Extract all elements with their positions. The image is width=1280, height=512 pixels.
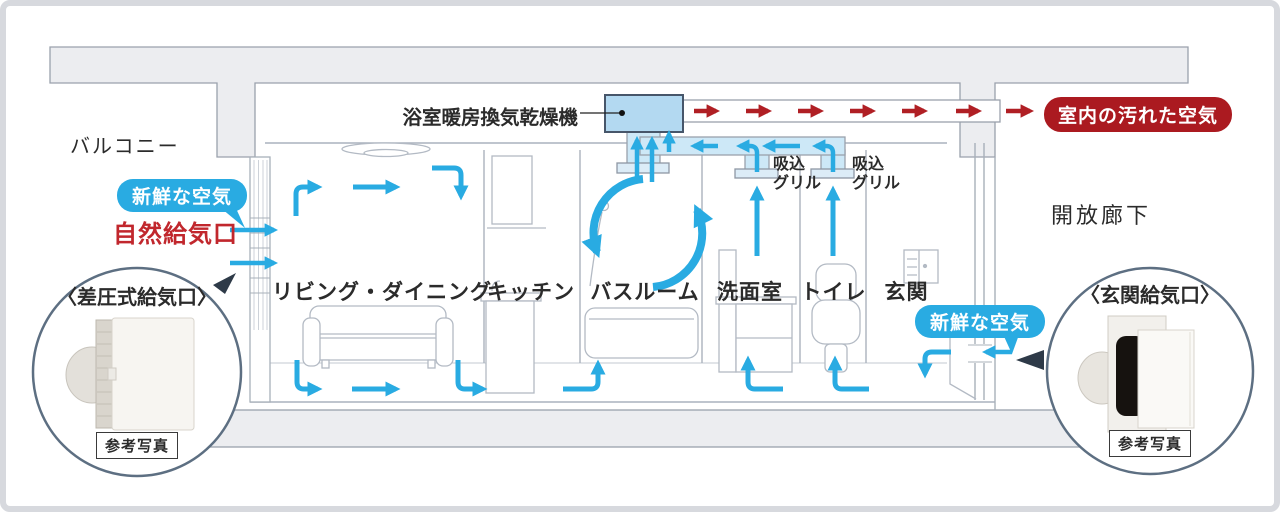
ceiling-light-inner xyxy=(363,148,409,158)
washroom-floor-arrow xyxy=(740,355,783,392)
bath-floor-arrow xyxy=(563,359,606,392)
grille1-line1: 吸込 xyxy=(773,156,806,173)
corridor-label: 開放廊下 xyxy=(1050,203,1151,228)
grille1-line2: グリル xyxy=(773,174,822,192)
fresh-air-badge-left: 新鮮な空気 xyxy=(117,179,248,212)
room-label-bathroom: バスルーム xyxy=(590,280,700,304)
pressure-vent-photo xyxy=(65,317,195,431)
callout-right-title: 〈玄関給気口〉 xyxy=(1080,285,1220,307)
washbasin xyxy=(715,249,797,373)
balcony-vent-wall xyxy=(249,156,271,403)
sofa xyxy=(302,305,454,369)
ref-photo-left-caption: 参考写真 xyxy=(95,432,178,459)
natural-intake-label: 自然給気口 xyxy=(113,222,238,248)
fresh-air-arrows xyxy=(230,165,1012,397)
exhaust-duct xyxy=(682,99,1001,123)
room-label-kitchen: キッチン xyxy=(487,280,575,304)
kitchen-down-arrow xyxy=(432,165,469,201)
duct-arrows xyxy=(630,129,836,182)
room-label-toilet: トイレ xyxy=(800,280,867,304)
bath-circulation-arc-1 xyxy=(581,175,644,259)
grille2-line1: 吸込 xyxy=(852,156,885,173)
entrance-step xyxy=(949,338,977,400)
entrance-down-arrow xyxy=(917,349,951,379)
entrance-vent-photo xyxy=(1077,315,1195,433)
toilet-fixture xyxy=(811,263,861,373)
suction-grilles xyxy=(616,162,855,179)
callout-pointer-left xyxy=(213,273,236,294)
suction-grille-label-1: 吸込 グリル xyxy=(773,156,821,194)
fresh-air-badge-right: 新鮮な空気 xyxy=(915,305,1046,338)
living-floor-arrow-1 xyxy=(294,360,323,397)
furniture xyxy=(302,142,939,394)
bath-circulation-arc-2 xyxy=(652,204,714,291)
callout-pointer-right xyxy=(1016,350,1044,370)
room-label-living: リビング・ダイニング xyxy=(272,280,492,304)
room-label-entrance: 玄関 xyxy=(884,280,929,304)
entrance-vent-wall xyxy=(968,143,996,410)
dirty-air-badge: 室内の汚れた空気 xyxy=(1044,97,1233,132)
ref-photo-left: 参考写真 xyxy=(47,432,227,459)
shoe-cabinet xyxy=(903,249,939,284)
living-ceiling-arrow-1 xyxy=(293,179,323,216)
kitchen-floor-arrow xyxy=(455,360,488,397)
unit-leader-line xyxy=(580,110,625,116)
balcony-label: バルコニー xyxy=(70,136,180,158)
floor-slab xyxy=(87,409,1189,448)
callout-left-title: 〈差圧式給気口〉 xyxy=(57,287,217,309)
room-label-washroom: 洗面室 xyxy=(717,280,783,304)
device-label: 浴室暖房換気乾燥機 xyxy=(402,108,578,129)
ref-photo-right: 参考写真 xyxy=(1058,430,1242,457)
grille2-line2: グリル xyxy=(852,174,901,192)
suction-grille-label-2: 吸込 グリル xyxy=(852,156,900,194)
ref-photo-right-caption: 参考写真 xyxy=(1108,430,1191,457)
top-slab xyxy=(49,46,1189,158)
bathroom-grille xyxy=(616,162,670,174)
kitchen-counter xyxy=(480,155,546,394)
toilet-floor-arrow xyxy=(827,355,869,392)
